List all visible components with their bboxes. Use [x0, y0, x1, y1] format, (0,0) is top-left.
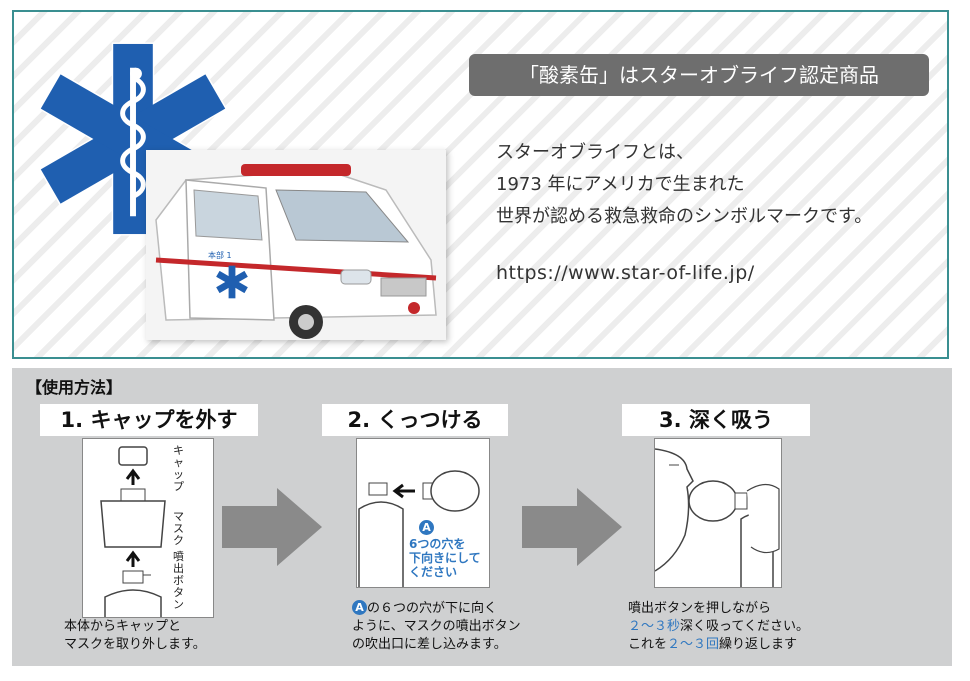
usage-title: 【使用方法】 — [26, 378, 123, 397]
website-url: https://www.star-of-life.jp/ — [496, 262, 755, 284]
mask-label: マスク — [173, 510, 184, 547]
ambulance-label: 本部 1 — [208, 251, 232, 260]
caption-text: 深く吸ってください。 — [680, 619, 809, 634]
step-2-title: 2. くっつける — [322, 404, 508, 436]
inhale-face-icon — [654, 448, 780, 587]
caption-text: 繰り返します — [719, 637, 798, 652]
callout-text: 6つの穴を 下向きにして ください — [409, 537, 481, 579]
spray-button-label: 噴出ボタン — [173, 550, 184, 611]
description-line: 世界が認める救急救命のシンボルマークです。 — [496, 206, 873, 227]
step-1-illustration: キャップ マスク 噴出ボタン — [82, 438, 214, 618]
marker-a: A — [419, 520, 434, 535]
caption-line: 噴出ボタンを押しながら — [628, 601, 772, 616]
step-3-title: 3. 深く吸う — [622, 404, 810, 436]
star-of-life-description: スターオブライフとは、 1973 年にアメリカで生まれた 世界が認める救急救命の… — [496, 137, 872, 233]
ambulance-photo: 本部 1 — [146, 150, 446, 340]
info-panel: 本部 1 「酸素缶」はスターオブライフ認定商品 スターオブライフとは、 1973… — [12, 10, 949, 359]
usage-panel: 【使用方法】 1. キャップを外す キャップ マスク 噴出ボタン 本体からキャッ… — [12, 368, 952, 666]
step-3-illustration — [654, 438, 782, 588]
caption-line: マスクを取り外します。 — [64, 637, 206, 652]
step-1-title: 1. キャップを外す — [40, 404, 258, 436]
callout-line: 6つの穴を — [409, 537, 466, 551]
marker-a: A — [352, 600, 367, 615]
caption-line: 本体からキャップと — [64, 619, 182, 634]
certified-badge: 「酸素缶」はスターオブライフ認定商品 — [469, 54, 929, 96]
marker-a-badge: A — [419, 517, 434, 536]
spray-can-parts-icon — [100, 446, 166, 617]
caption-line: の吹出口に差し込みます。 — [352, 637, 507, 652]
callout-line: ください — [409, 565, 458, 579]
callout-line: 下向きにして — [409, 551, 481, 565]
repeat-highlight: ２〜３回 — [667, 637, 720, 652]
attach-mask-icon — [358, 470, 480, 587]
step-2-illustration: A 6つの穴を 下向きにして ください — [356, 438, 490, 588]
arrow-right-icon — [522, 488, 622, 566]
description-line: 1973 年にアメリカで生まれた — [496, 174, 745, 195]
caption-line: ように、マスクの噴出ボタン — [352, 619, 521, 634]
caption-text: これを — [628, 637, 668, 652]
cap-label: キャップ — [173, 444, 184, 493]
duration-highlight: ２〜３秒 — [628, 619, 681, 634]
arrow-right-icon — [222, 488, 322, 566]
step-1-caption: 本体からキャップと マスクを取り外します。 — [64, 618, 206, 654]
step-3-caption: 噴出ボタンを押しながら ２〜３秒深く吸ってください。 これを２〜３回繰り返します — [628, 600, 809, 654]
caption-line: の６つの穴が下に向く — [367, 601, 498, 616]
description-line: スターオブライフとは、 — [496, 142, 694, 163]
